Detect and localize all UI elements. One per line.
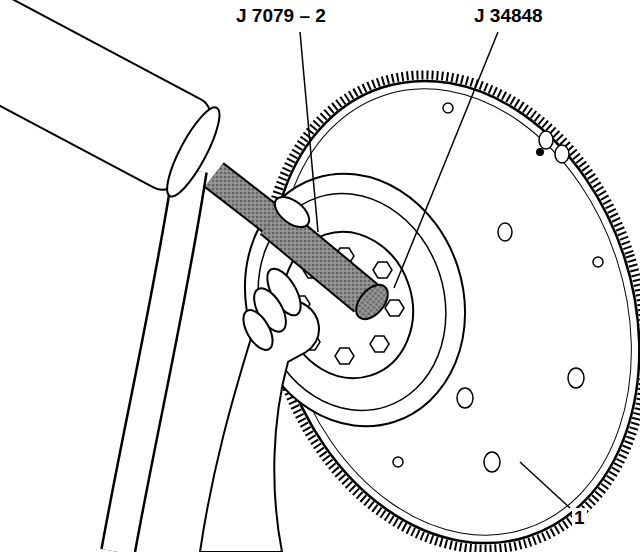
callout-number: 1 [572, 508, 587, 529]
fingers [237, 191, 314, 355]
label-anchor: J 34848 [472, 6, 545, 27]
tool-number: J 34848 [472, 6, 545, 27]
leader-lines [300, 32, 570, 508]
hand [200, 302, 319, 552]
tool-number: J 7079 – 2 [234, 6, 328, 27]
hammer-handle [118, 170, 190, 552]
label-anchor: 1 [572, 508, 587, 529]
label-anchor: J 7079 – 2 [234, 6, 328, 27]
driver-handle [214, 175, 394, 325]
hammer-head [0, 0, 228, 202]
